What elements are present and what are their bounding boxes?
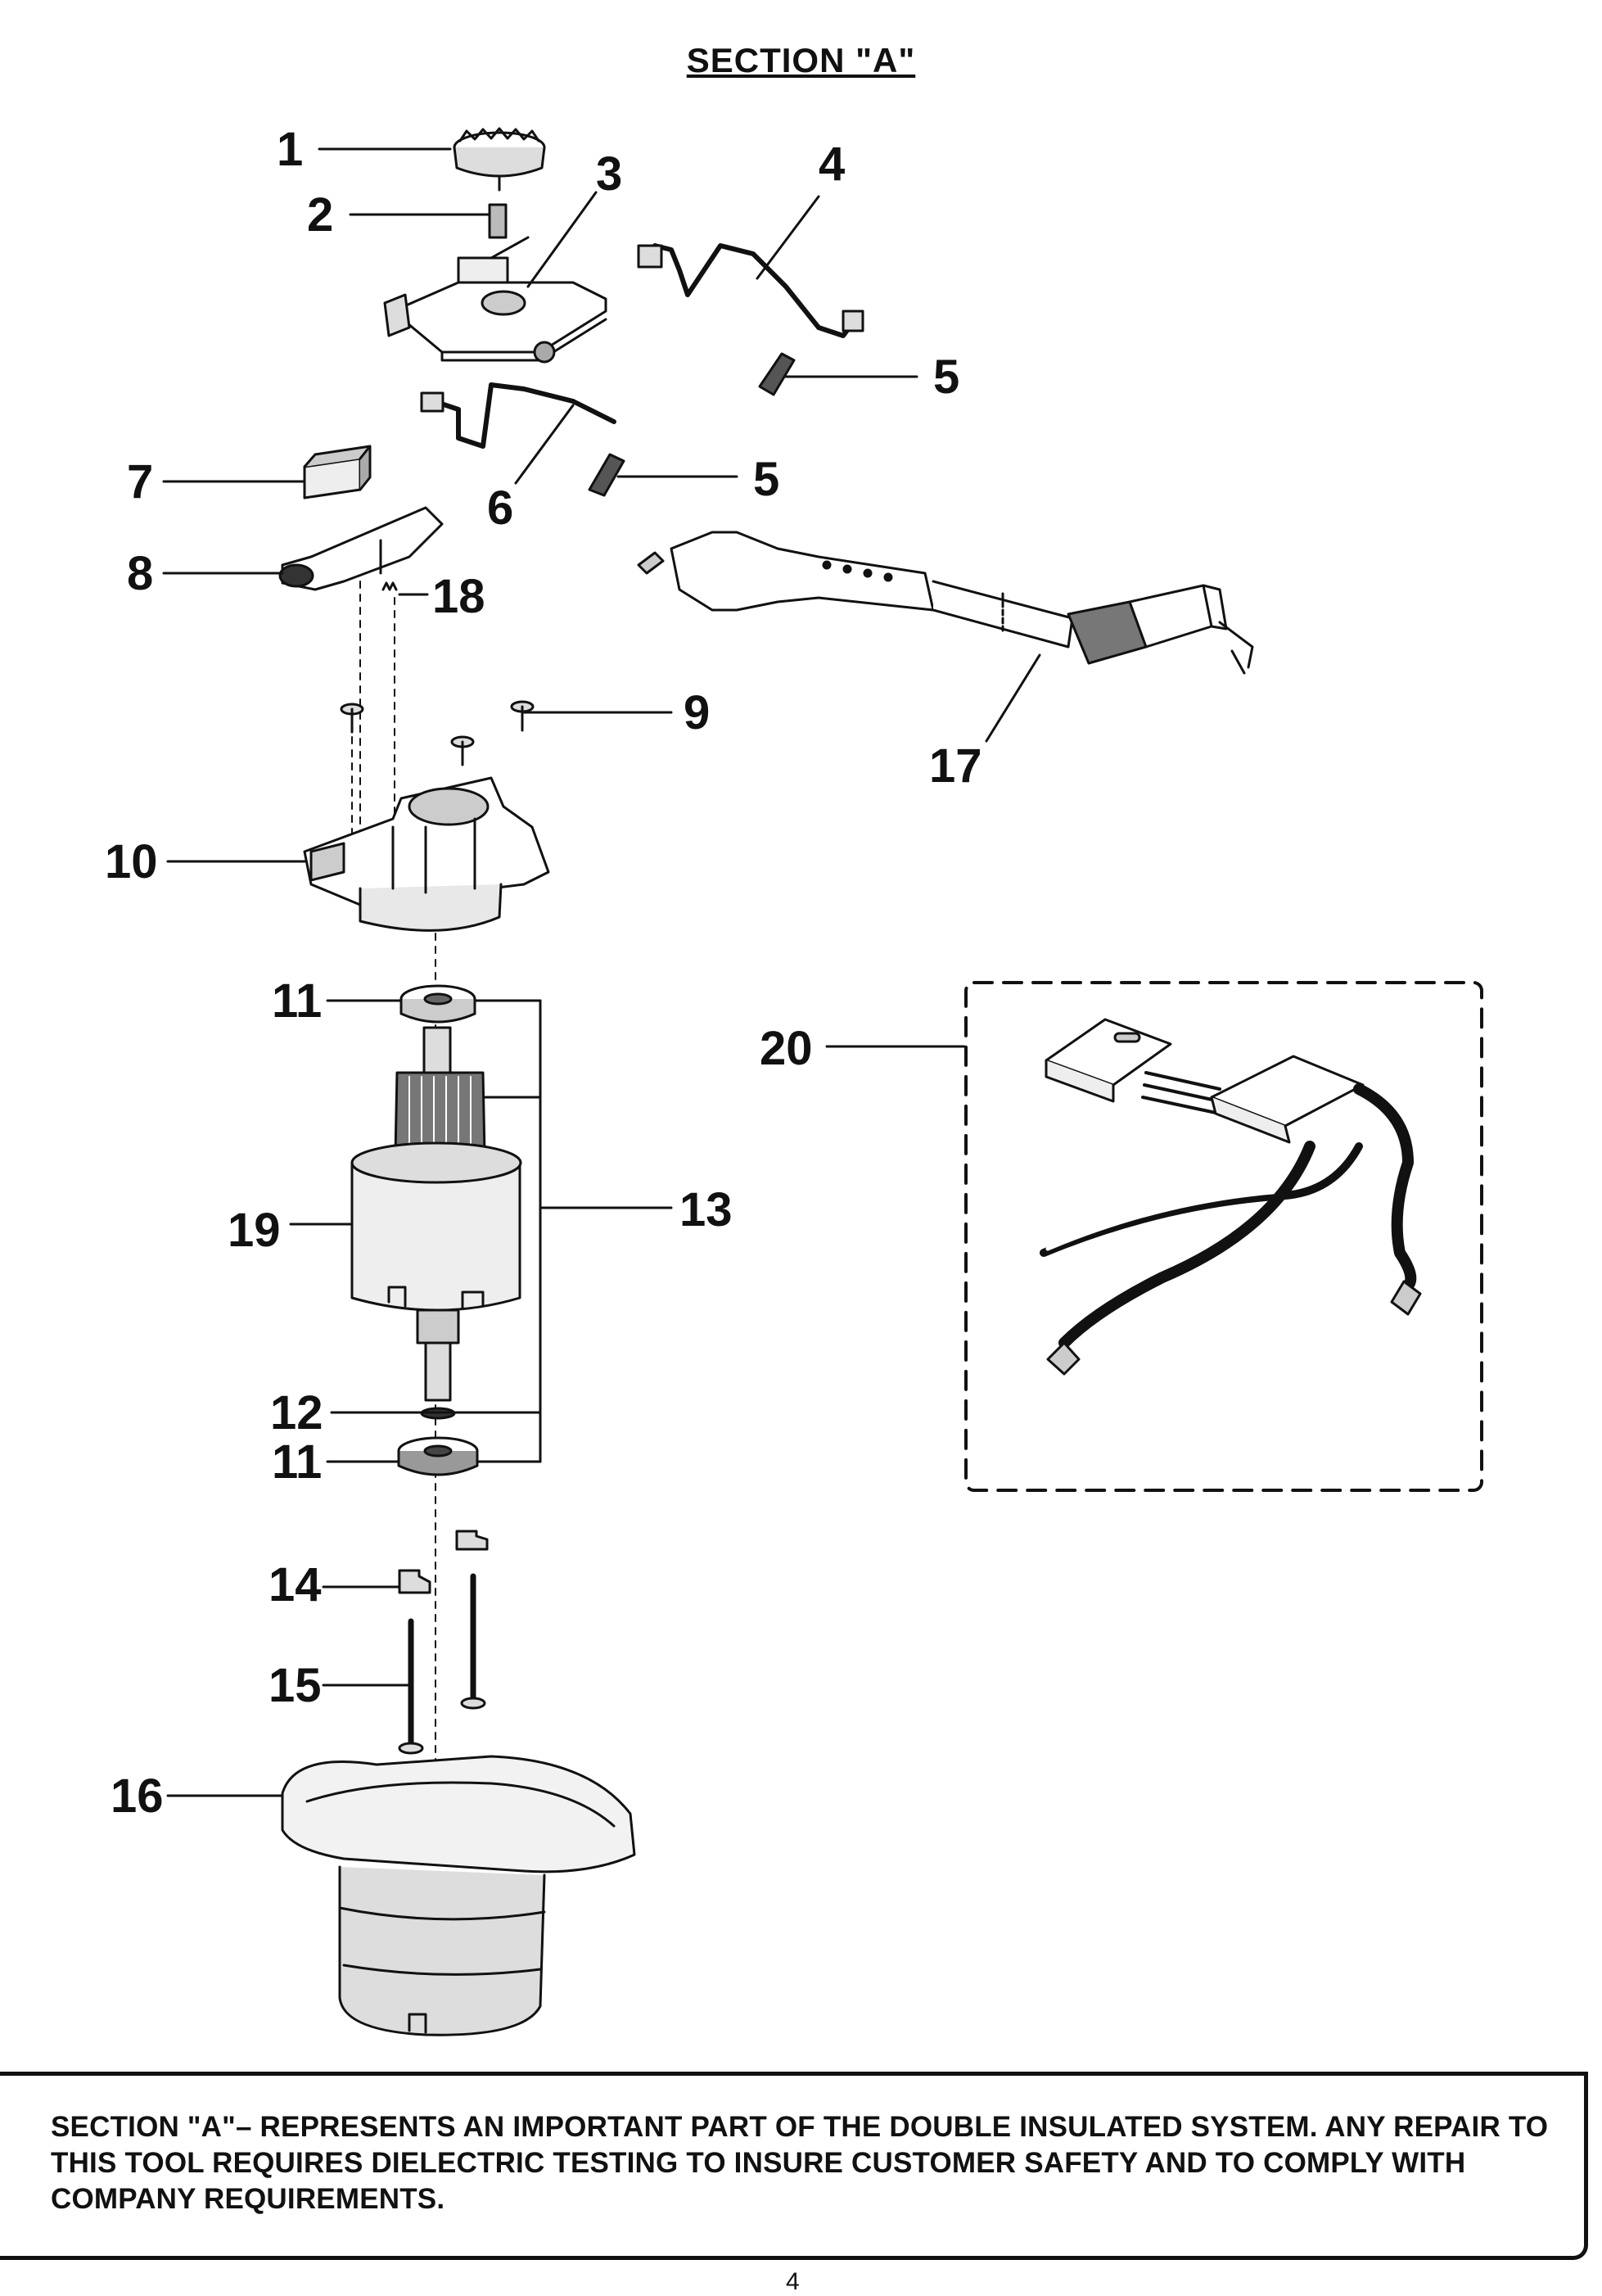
callout-7: 7 (127, 455, 153, 508)
part-switch-plate (383, 236, 607, 364)
callout-1: 1 (277, 123, 303, 176)
section-title: SECTION "A" (686, 41, 916, 79)
callout-10: 10 (105, 835, 158, 888)
part-wire-lead-top (637, 243, 864, 338)
part-armature (394, 1026, 486, 1181)
leader-lines (162, 147, 1041, 1797)
part-motor-housing (303, 776, 550, 932)
part-housing-base (281, 1755, 636, 2036)
part-actuator (278, 506, 444, 591)
part-wire-nut-lower (588, 453, 625, 497)
part-armature-shaft (416, 1308, 460, 1402)
callout-13: 13 (679, 1183, 733, 1236)
part-bearing-bottom (397, 1436, 479, 1476)
part-wire-lead-middle (420, 382, 616, 449)
callout-8: 8 (127, 547, 153, 600)
callout-19: 19 (228, 1204, 281, 1257)
part-field-stator (350, 1141, 522, 1312)
part-brush-lead-assembly (964, 981, 1483, 1492)
callout-4: 4 (819, 138, 845, 191)
part-power-cord (637, 531, 1254, 675)
part-clip (488, 203, 508, 239)
callout-15: 15 (269, 1659, 322, 1712)
part-switch (303, 445, 372, 499)
callout-11-bottom: 11 (272, 1435, 322, 1489)
page-number: 4 (786, 2268, 800, 2295)
part-bracket-left (398, 1569, 431, 1594)
part-bearing-top (399, 984, 476, 1024)
part-wire-nut-upper (758, 352, 796, 396)
callout-3: 3 (596, 147, 622, 201)
part-screws (340, 700, 535, 766)
callout-5-lower: 5 (753, 453, 779, 506)
callout-5-upper: 5 (933, 350, 959, 404)
callout-18: 18 (432, 570, 485, 623)
callout-9: 9 (684, 686, 710, 739)
part-gear (453, 127, 546, 192)
part-spring (381, 581, 398, 591)
callout-14: 14 (269, 1558, 322, 1611)
callout-20: 20 (760, 1022, 813, 1075)
part-bracket-right (455, 1530, 489, 1551)
callout-16: 16 (111, 1769, 164, 1823)
callout-6: 6 (487, 481, 513, 535)
callout-17: 17 (929, 739, 982, 793)
callout-labels: 1 2 3 4 5 5 6 7 8 9 10 11 11 12 13 14 15… (105, 123, 982, 1823)
callout-2: 2 (307, 188, 333, 242)
callout-11-top: 11 (272, 974, 322, 1028)
warning-note-box (0, 2072, 1588, 2260)
callout-12: 12 (270, 1386, 323, 1440)
warning-note-text: SECTION "A"– REPRESENTS AN IMPORTANT PAR… (51, 2111, 1549, 2215)
part-long-screws (398, 1573, 486, 1755)
